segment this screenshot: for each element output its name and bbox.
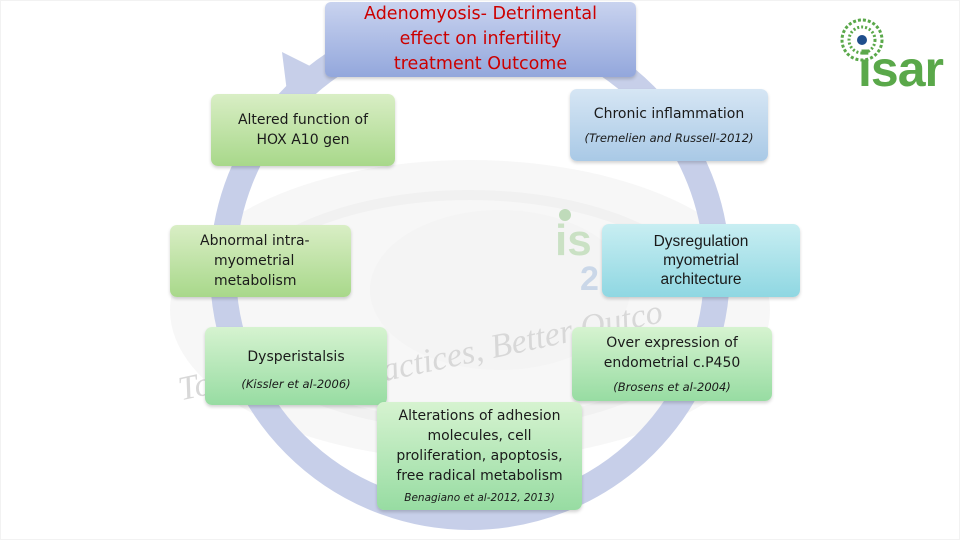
- metabolism-box: Abnormal intra- myometrial metabolism: [170, 225, 351, 297]
- adhesion-line-1: Alterations of adhesion: [398, 408, 561, 424]
- adhesion-line-4: free radical metabolism: [396, 468, 563, 484]
- dysregulation-line-2: myometrial: [663, 252, 739, 269]
- title-line-2: effect on infertility: [399, 29, 562, 49]
- isar-logo-icon: [840, 18, 884, 62]
- svg-text:is: is: [555, 216, 592, 265]
- dysregulation-line-3: architecture: [660, 271, 742, 288]
- metabolism-line-3: metabolism: [214, 273, 297, 289]
- svg-text:2: 2: [580, 260, 599, 298]
- dysperistalsis-label: Dysperistalsis: [247, 348, 345, 365]
- inflammation-box: Chronic inflammation (Tremelien and Russ…: [570, 89, 768, 161]
- dysperistalsis-box: Dysperistalsis (Kissler et al-2006): [205, 327, 387, 405]
- hox-line-1: Altered function of: [237, 112, 369, 128]
- metabolism-line-2: myometrial: [214, 253, 295, 269]
- isar-logo-text: isar: [858, 41, 944, 97]
- hox-line-2: HOX A10 gen: [256, 132, 350, 148]
- inflammation-label: Chronic inflammation: [593, 106, 745, 122]
- inflammation-citation: (Tremelien and Russell-2012): [584, 131, 754, 145]
- adhesion-line-2: molecules, cell: [427, 428, 532, 444]
- adhesion-line-3: proliferation, apoptosis,: [396, 448, 563, 464]
- dysregulation-line-1: Dysregulation: [653, 233, 749, 250]
- dysperistalsis-citation: (Kissler et al-2006): [241, 376, 351, 391]
- overexpression-line-1: Over expression of: [606, 335, 738, 351]
- title-line-1: Adenomyosis- Detrimental: [364, 4, 597, 24]
- overexpression-citation: (Brosens et al-2004): [613, 380, 731, 394]
- metabolism-line-1: Abnormal intra-: [200, 233, 310, 249]
- overexpression-box: Over expression of endometrial c.P450 (B…: [572, 327, 772, 401]
- title-box: Adenomyosis- Detrimental effect on infer…: [325, 2, 636, 77]
- dysregulation-box: Dysregulation myometrial architecture: [602, 224, 800, 297]
- overexpression-line-2: endometrial c.P450: [603, 355, 741, 371]
- hox-box: Altered function of HOX A10 gen: [211, 94, 395, 166]
- watermark-logo: is 2: [555, 209, 599, 298]
- adhesion-box: Alterations of adhesion molecules, cell …: [377, 402, 582, 510]
- title-line-3: treatment Outcome: [393, 54, 568, 74]
- adhesion-citation: Benagiano et al-2012, 2013): [404, 492, 555, 504]
